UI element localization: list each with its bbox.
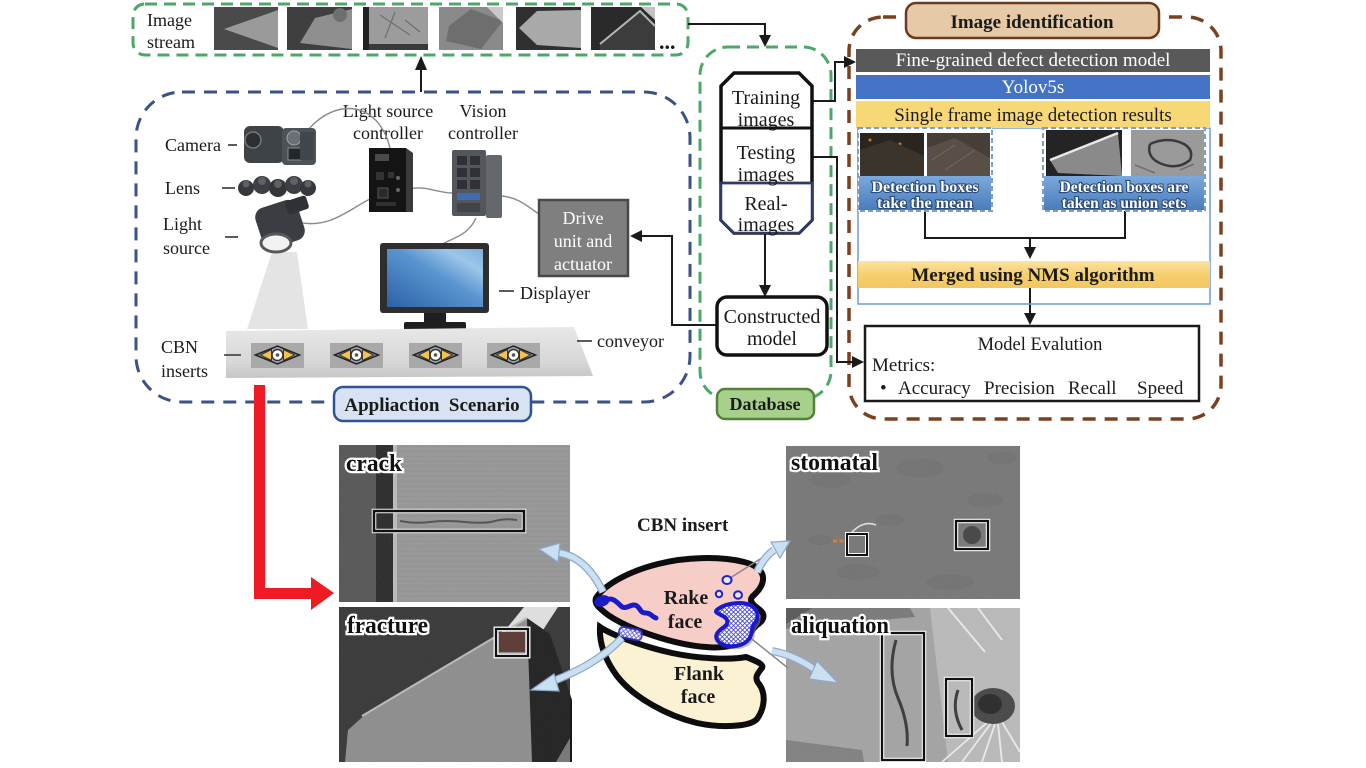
svg-text:Rake: Rake	[664, 587, 709, 609]
svg-text:Detection boxes are: Detection boxes are	[1060, 179, 1189, 196]
svg-text:Training: Training	[732, 87, 800, 109]
svg-text:stream: stream	[147, 32, 195, 52]
svg-text:Testing: Testing	[737, 142, 796, 164]
svg-text:Recall: Recall	[1068, 378, 1117, 399]
svg-text:...: ...	[659, 29, 676, 54]
svg-text:images: images	[738, 109, 795, 131]
svg-text:Vision: Vision	[460, 101, 507, 121]
svg-text:Speed: Speed	[1137, 378, 1184, 399]
svg-text:Model Evalution: Model Evalution	[978, 335, 1103, 355]
svg-text:Yolov5s: Yolov5s	[1002, 77, 1065, 98]
svg-text:•: •	[880, 378, 887, 399]
svg-text:taken as union sets: taken as union sets	[1062, 195, 1186, 212]
svg-text:Single frame image detection r: Single frame image detection results	[894, 105, 1172, 126]
svg-text:Displayer: Displayer	[520, 283, 590, 303]
svg-text:Drive: Drive	[563, 208, 604, 228]
svg-text:controller: controller	[448, 123, 518, 143]
svg-text:conveyor: conveyor	[597, 331, 664, 351]
svg-text:images: images	[738, 164, 795, 186]
svg-text:take the mean: take the mean	[877, 195, 973, 212]
svg-text:fracture: fracture	[347, 613, 428, 639]
svg-text:Real-: Real-	[744, 193, 787, 215]
svg-text:crack: crack	[346, 451, 403, 477]
svg-text:stomatal: stomatal	[791, 450, 878, 476]
svg-text:Appliaction Scenario: Appliaction Scenario	[344, 395, 519, 416]
svg-text:Light source: Light source	[343, 101, 433, 121]
svg-text:face: face	[668, 611, 703, 633]
svg-text:Fine-grained defect detection: Fine-grained defect detection model	[896, 50, 1171, 71]
svg-text:Constructed: Constructed	[724, 306, 821, 328]
svg-text:controller: controller	[353, 123, 423, 143]
svg-text:face: face	[681, 686, 716, 708]
svg-text:CBN insert: CBN insert	[637, 515, 729, 536]
svg-text:Camera: Camera	[165, 135, 221, 155]
svg-text:Accuracy: Accuracy	[898, 378, 971, 399]
svg-text:unit and: unit and	[554, 231, 613, 251]
svg-text:model: model	[747, 328, 797, 350]
svg-text:Database: Database	[730, 394, 801, 414]
svg-text:aliquation: aliquation	[791, 613, 889, 639]
svg-text:CBN: CBN	[161, 337, 198, 357]
svg-text:Light: Light	[163, 214, 202, 234]
svg-text:Merged using NMS algorithm: Merged using NMS algorithm	[911, 265, 1154, 286]
svg-text:source: source	[163, 238, 210, 258]
svg-text:Detection boxes: Detection boxes	[871, 179, 978, 196]
svg-text:Metrics:: Metrics:	[872, 355, 935, 376]
svg-text:inserts: inserts	[161, 361, 208, 381]
svg-text:Image: Image	[147, 10, 192, 30]
svg-text:actuator: actuator	[554, 254, 612, 274]
svg-text:Flank: Flank	[674, 663, 725, 685]
svg-text:images: images	[738, 214, 795, 236]
svg-text:Lens: Lens	[165, 178, 200, 198]
svg-text:Precision: Precision	[984, 378, 1055, 399]
svg-text:Image identification: Image identification	[950, 12, 1114, 33]
